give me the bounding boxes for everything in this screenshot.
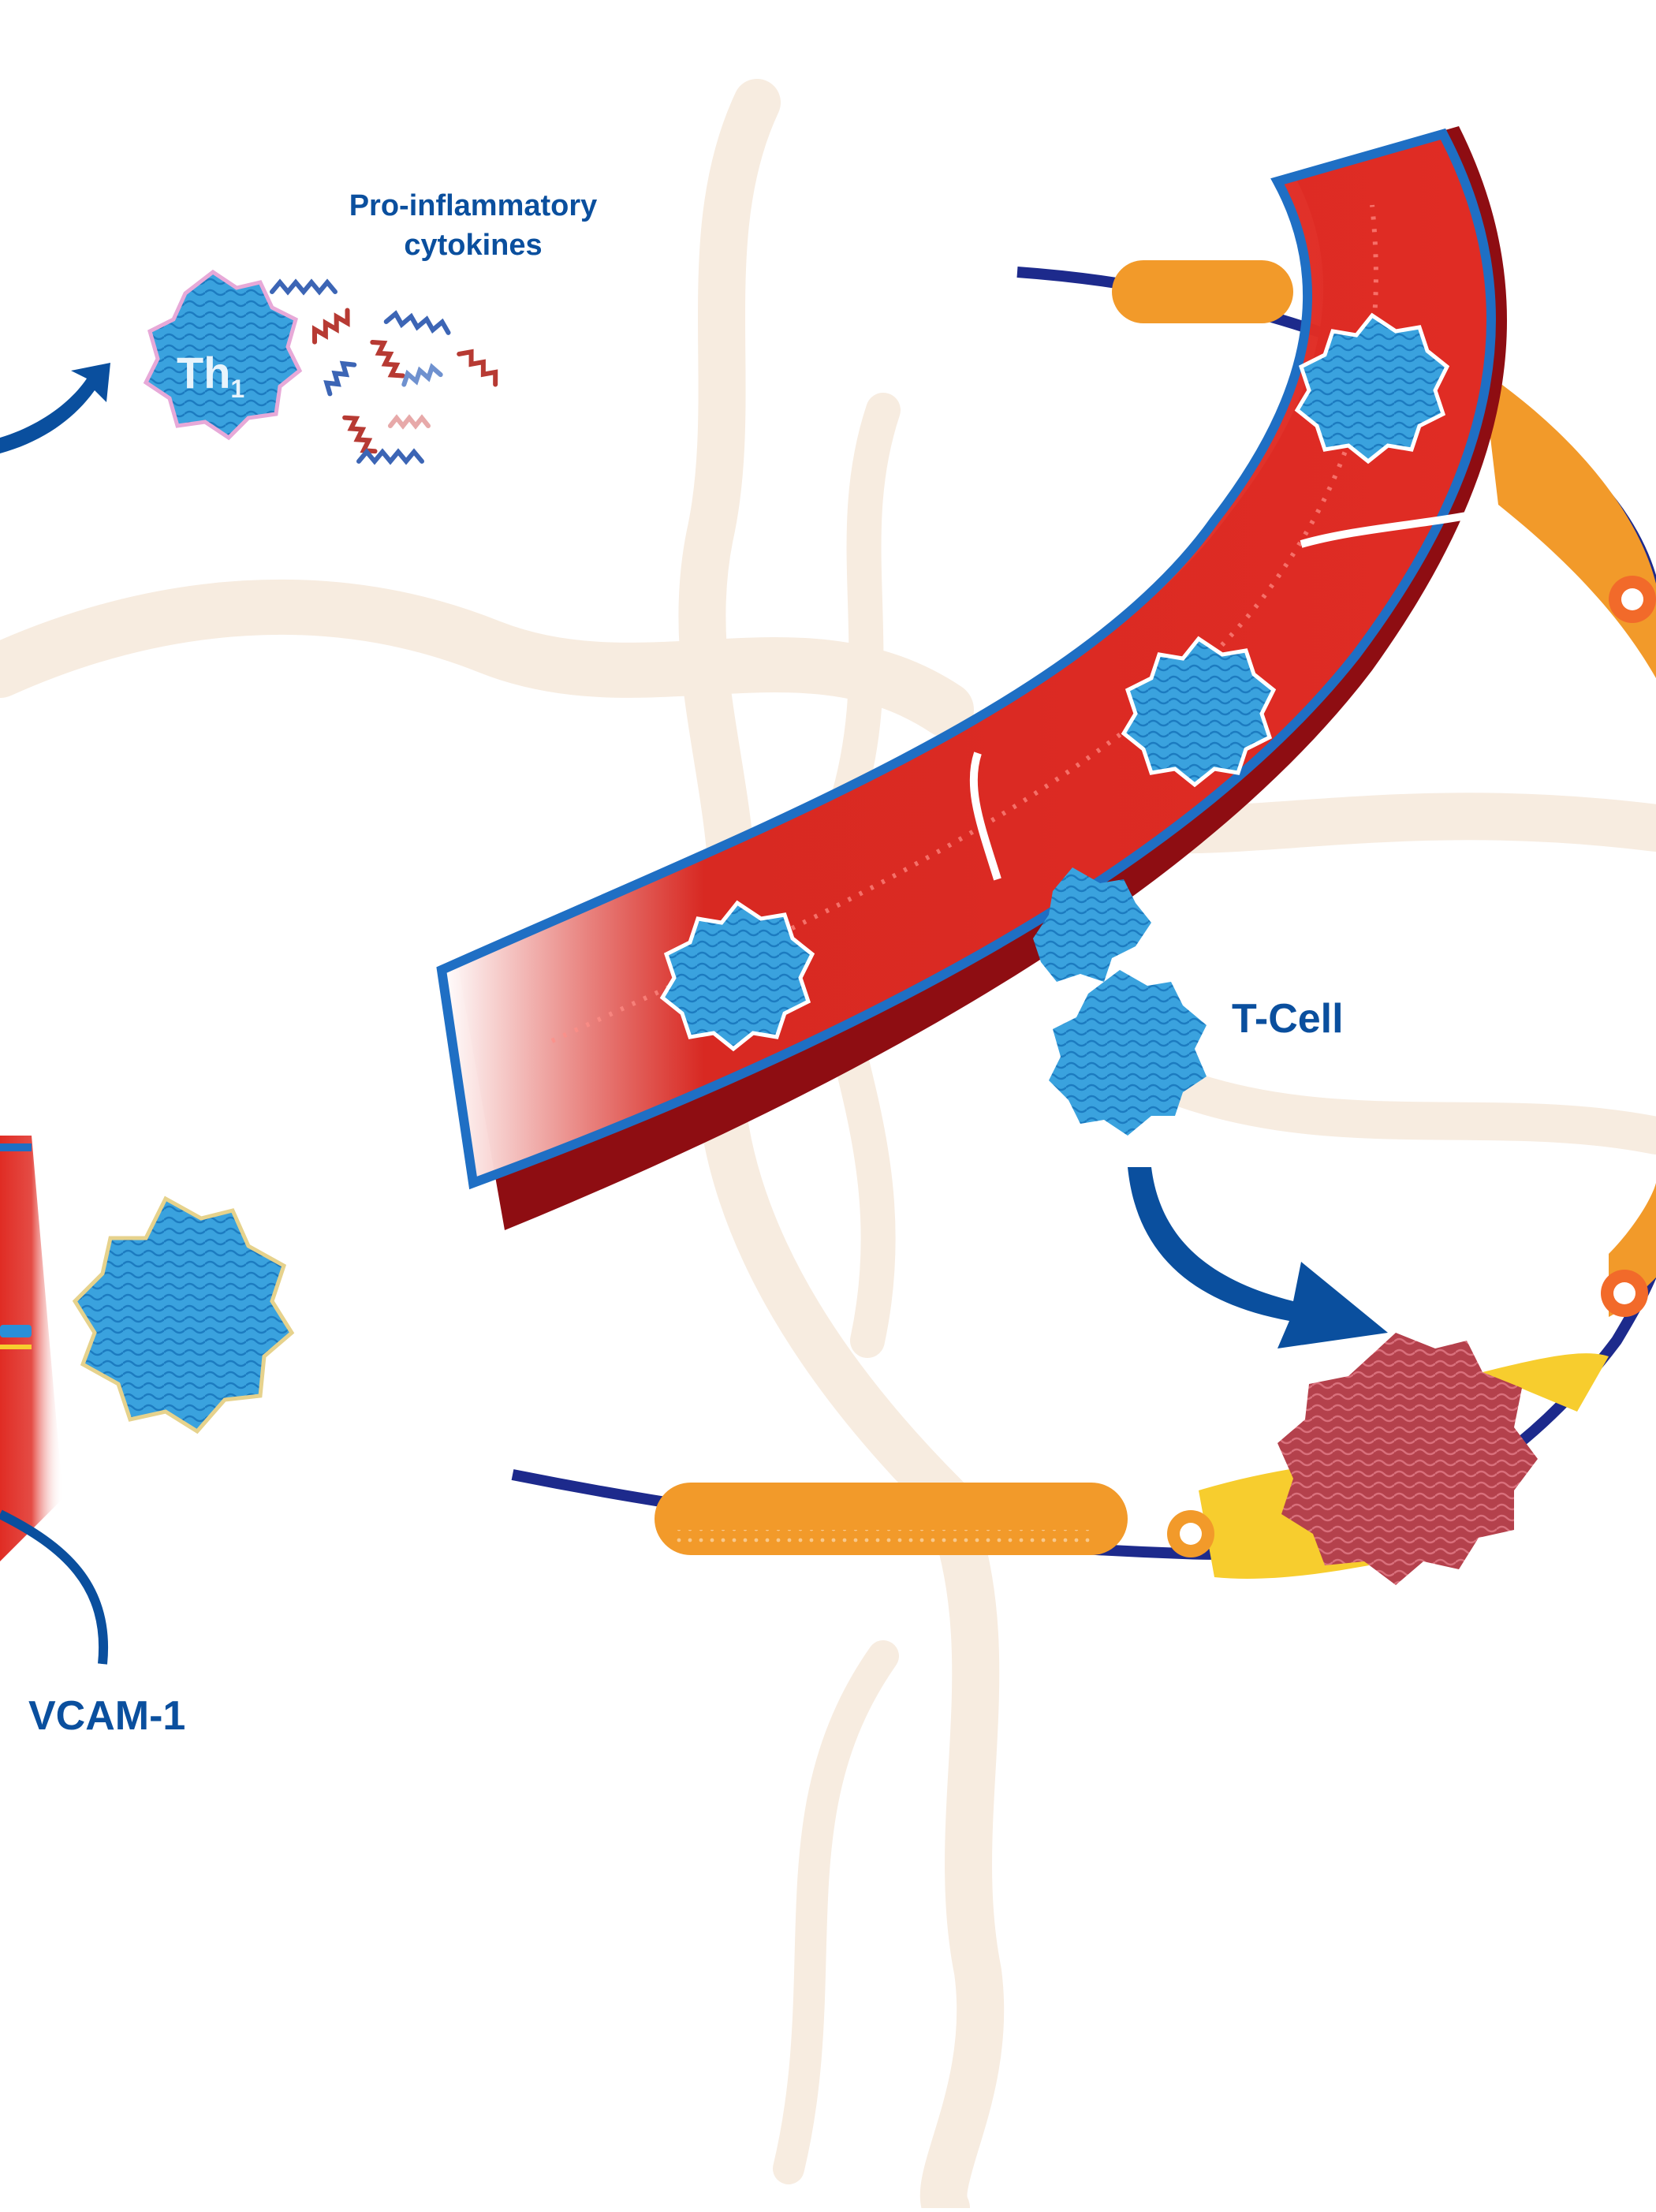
vessel-gap — [1300, 509, 1484, 548]
left-vessel-fragment — [0, 1136, 295, 1665]
migrating-t-cell — [1033, 867, 1207, 1136]
th1-label-subscript: 1 — [230, 375, 245, 404]
cytokines-label-line1: Pro-inflammatory — [349, 189, 598, 222]
t-cells-in-vessel — [659, 312, 1450, 1052]
myelin-segment — [1112, 260, 1293, 323]
t-cell-label: T-Cell — [1232, 996, 1344, 1042]
migration-arrow — [1128, 1167, 1388, 1348]
vcam-receptor — [0, 1325, 32, 1337]
large-t-cell — [72, 1196, 295, 1434]
th1-arrow — [0, 363, 110, 453]
th1-label: Th1 — [177, 347, 244, 404]
t-cell — [659, 900, 815, 1052]
vcam-pointer-line — [0, 1509, 109, 1665]
cytokines-label-line2: cytokines — [404, 229, 543, 262]
vcam-1-label: VCAM-1 — [28, 1693, 186, 1739]
background-fibers — [0, 79, 1656, 2212]
attacking-t-cell — [1277, 1333, 1538, 1585]
cytokine-squiggles — [270, 278, 498, 465]
th1-label-main: Th — [177, 348, 231, 397]
myelin-segment — [1483, 371, 1656, 678]
cytokines-label: Pro-inflammatory cytokines — [315, 186, 631, 265]
th1-cell — [143, 269, 303, 441]
t-cell — [1294, 312, 1450, 464]
vessel-gap — [969, 752, 1001, 881]
t-cell — [1121, 636, 1277, 788]
